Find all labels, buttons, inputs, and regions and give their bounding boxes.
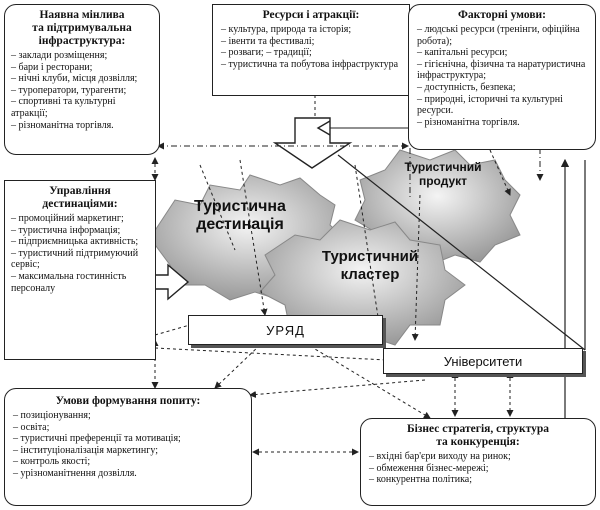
list-item: освіта; bbox=[13, 422, 243, 434]
business-strategy-list: вхідні бар'єри виходу на ринок; обмеженн… bbox=[369, 451, 587, 486]
list-item: доступність, безпека; bbox=[417, 82, 587, 94]
list-item: позиціонування; bbox=[13, 410, 243, 422]
product-label: Туристичний продукт bbox=[404, 160, 482, 188]
gear-shapes bbox=[149, 149, 521, 346]
resources-title: Ресурси і атракції: bbox=[262, 9, 360, 21]
demand-conditions-title: Умови формування попиту: bbox=[55, 395, 201, 407]
resources-box: Ресурси і атракції: культура, природа та… bbox=[212, 4, 410, 96]
list-item: різноманітна торгівля. bbox=[417, 117, 587, 129]
government-label: УРЯД bbox=[266, 322, 305, 338]
list-item: культура, природа та історія; bbox=[221, 24, 401, 36]
list-item: туристична інформація; bbox=[11, 225, 149, 237]
right-arrow-management bbox=[154, 263, 190, 301]
list-item: бари і ресторани; bbox=[11, 62, 153, 74]
list-item: гігієнічна, фізична та наратуристична ін… bbox=[417, 59, 587, 82]
down-arrow-resources bbox=[272, 117, 353, 169]
resources-list: культура, природа та історія; івенти та … bbox=[221, 24, 401, 70]
government-box: УРЯД bbox=[188, 315, 383, 345]
demand-conditions-list: позиціонування; освіта; туристичні префе… bbox=[13, 410, 243, 480]
list-item: івенти та фестивалі; bbox=[221, 36, 401, 48]
infrastructure-title: Наявна мінлива та підтримувальна інфраст… bbox=[32, 9, 132, 47]
cluster-label: Туристичний кластер bbox=[321, 248, 419, 283]
factor-conditions-list: людські ресурси (тренінги, офіційна робо… bbox=[417, 24, 587, 128]
list-item: заклади розміщення; bbox=[11, 50, 153, 62]
list-item: вхідні бар'єри виходу на ринок; bbox=[369, 451, 587, 463]
universities-label: Університети bbox=[443, 353, 523, 369]
list-item: контроль якості; bbox=[13, 456, 243, 468]
list-item: туристичні преференції та мотивація; bbox=[13, 433, 243, 445]
list-item: обмеження бізнес-мережі; bbox=[369, 463, 587, 475]
list-item: підприємницька активність; bbox=[11, 236, 149, 248]
list-item: природні, історичні та культурні ресурси… bbox=[417, 94, 587, 117]
list-item: конкурентна політика; bbox=[369, 474, 587, 486]
list-item: різноманітна торгівля. bbox=[11, 120, 153, 132]
list-item: інституціоналізація маркетингу; bbox=[13, 445, 243, 457]
factor-conditions-box: Факторні умови: людські ресурси (тренінг… bbox=[408, 4, 596, 150]
factor-conditions-title: Факторні умови: bbox=[457, 9, 546, 21]
infrastructure-box: Наявна мінлива та підтримувальна інфраст… bbox=[4, 4, 160, 155]
destination-management-box: Управління дестинаціями: промоційний мар… bbox=[4, 180, 156, 360]
destination-management-title: Управління дестинаціями: bbox=[42, 185, 118, 210]
business-strategy-title: Бізнес стратегія, структура та конкуренц… bbox=[406, 423, 550, 448]
destination-label: Туристична дестинація bbox=[194, 198, 286, 233]
list-item: урізноманітнення дозвілля. bbox=[13, 468, 243, 480]
list-item: максимальна гостинність персоналу bbox=[11, 271, 149, 294]
up-arrow-factors bbox=[316, 120, 331, 136]
universities-box: Університети bbox=[383, 348, 583, 374]
list-item: людські ресурси (тренінги, офіційна робо… bbox=[417, 24, 587, 47]
list-item: туроператори, турагенти; bbox=[11, 85, 153, 97]
demand-conditions-box: Умови формування попиту: позиціонування;… bbox=[4, 388, 252, 506]
list-item: спортивні та культурні атракції; bbox=[11, 96, 153, 119]
list-item: розваги; – традиції; bbox=[221, 47, 401, 59]
business-strategy-box: Бізнес стратегія, структура та конкуренц… bbox=[360, 418, 596, 506]
list-item: туристична та побутова інфраструктура bbox=[221, 59, 401, 71]
infrastructure-list: заклади розміщення; бари і ресторани; ні… bbox=[11, 50, 153, 131]
list-item: туристичний підтримуючий сервіс; bbox=[11, 248, 149, 271]
list-item: промоційний маркетинг; bbox=[11, 213, 149, 225]
list-item: нічні клуби, місця дозвілля; bbox=[11, 73, 153, 85]
destination-management-list: промоційний маркетинг; туристична інформ… bbox=[11, 213, 149, 294]
list-item: капітальні ресурси; bbox=[417, 47, 587, 59]
